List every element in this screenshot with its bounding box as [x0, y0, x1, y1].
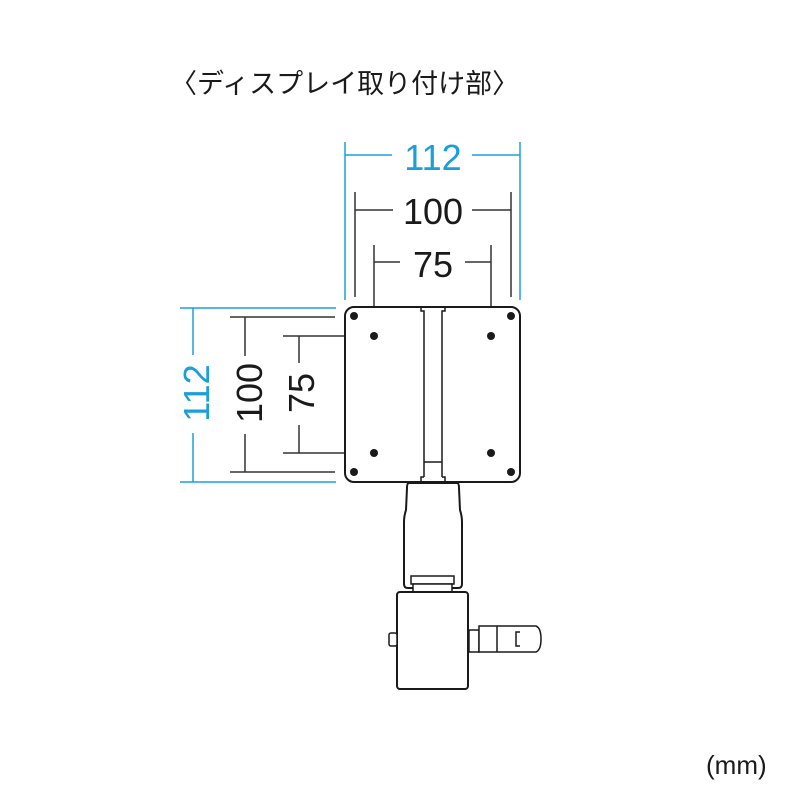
- dim-h-75-label: 75: [413, 244, 453, 285]
- right-handle: [468, 625, 542, 653]
- hole-75-tl: [370, 332, 378, 340]
- left-knob: [388, 632, 398, 647]
- hole-100-tr: [507, 312, 515, 320]
- unit-label: (mm): [706, 750, 767, 780]
- dim-v-75-label: 75: [281, 373, 322, 413]
- hole-75-br: [487, 449, 495, 457]
- hole-100-bl: [350, 468, 358, 476]
- hole-100-tl: [350, 312, 358, 320]
- vertical-dimension-112: [180, 307, 336, 483]
- neck-block: [403, 482, 463, 589]
- diagram-title: 〈ディスプレイ取り付け部〉: [170, 69, 520, 100]
- horizontal-dimension-100: [354, 192, 512, 297]
- hole-75-bl: [370, 449, 378, 457]
- dim-v-112-label: 112: [176, 364, 217, 421]
- horizontal-dimension-75: [373, 245, 492, 318]
- neck-collar: [410, 575, 455, 594]
- dim-h-100-label: 100: [403, 191, 463, 232]
- clamp-body: [396, 591, 469, 690]
- hole-100-br: [507, 468, 515, 476]
- horizontal-dimension-112: [344, 142, 521, 300]
- dim-h-112-label: 112: [404, 137, 461, 178]
- dim-v-100-label: 100: [229, 363, 270, 423]
- vertical-dimension-100: [230, 316, 335, 473]
- hole-75-tr: [487, 332, 495, 340]
- vesa-holes: [350, 312, 515, 476]
- center-rail: [420, 307, 446, 482]
